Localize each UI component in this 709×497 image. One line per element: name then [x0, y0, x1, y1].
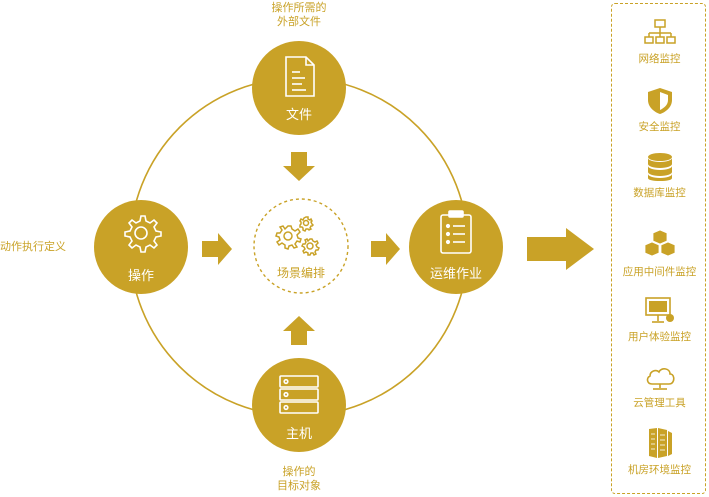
panel-item-label: 机房环境监控 — [628, 464, 691, 476]
panel-item-datacenter: 机房环境监控 — [612, 427, 707, 477]
node-host-circle — [252, 358, 346, 452]
node-operation-circle — [94, 200, 188, 294]
arrow-right-center — [371, 233, 400, 265]
gear-icon — [124, 215, 162, 253]
bottom-note: 操作的 目标对象 — [277, 465, 321, 492]
panel-item-label: 应用中间件监控 — [622, 266, 697, 278]
node-ops-circle — [409, 200, 503, 294]
top-note: 操作所需的 外部文件 — [271, 1, 327, 28]
cubes-icon — [644, 229, 675, 257]
arrow-down — [283, 152, 315, 181]
network-icon — [643, 19, 676, 44]
node-operation-label: 操作 — [127, 269, 154, 284]
panel-item-user-experience: 用户体验监控 — [612, 296, 707, 344]
panel-item-label: 安全监控 — [638, 121, 681, 133]
monitor-panel: 网络监控 安全监控 数据库监控 — [611, 3, 706, 494]
panel-item-cloud: 云管理工具 — [612, 362, 707, 410]
arrow-right-left — [202, 233, 232, 265]
panel-item-label: 云管理工具 — [633, 397, 686, 409]
monitor-icon — [644, 297, 674, 323]
panel-item-label: 用户体验监控 — [628, 331, 691, 343]
panel-item-label: 数据库监控 — [633, 187, 686, 199]
cloud-icon — [646, 368, 675, 390]
panel-item-middleware: 应用中间件监控 — [612, 229, 707, 279]
node-host-label: 主机 — [285, 427, 312, 442]
center-label: 场景编排 — [276, 266, 325, 280]
server-rack-icon — [648, 428, 672, 458]
shield-icon — [647, 88, 672, 114]
gears-icon — [275, 216, 321, 257]
document-icon — [285, 56, 315, 97]
left-note: 动作执行定义 — [0, 240, 66, 253]
arrow-right-big — [527, 228, 594, 270]
panel-item-label: 网络监控 — [638, 53, 681, 65]
center-dashed-circle — [253, 198, 349, 294]
clipboard-icon — [440, 210, 472, 254]
database-icon — [647, 153, 672, 181]
panel-item-security: 安全监控 — [612, 86, 707, 134]
panel-item-network: 网络监控 — [612, 18, 707, 66]
node-file-circle — [252, 41, 346, 135]
node-ops-label: 运维作业 — [429, 267, 482, 282]
arrow-up — [283, 316, 315, 345]
server-icon — [279, 375, 319, 414]
panel-item-database: 数据库监控 — [612, 152, 707, 200]
node-file-label: 文件 — [285, 108, 312, 123]
